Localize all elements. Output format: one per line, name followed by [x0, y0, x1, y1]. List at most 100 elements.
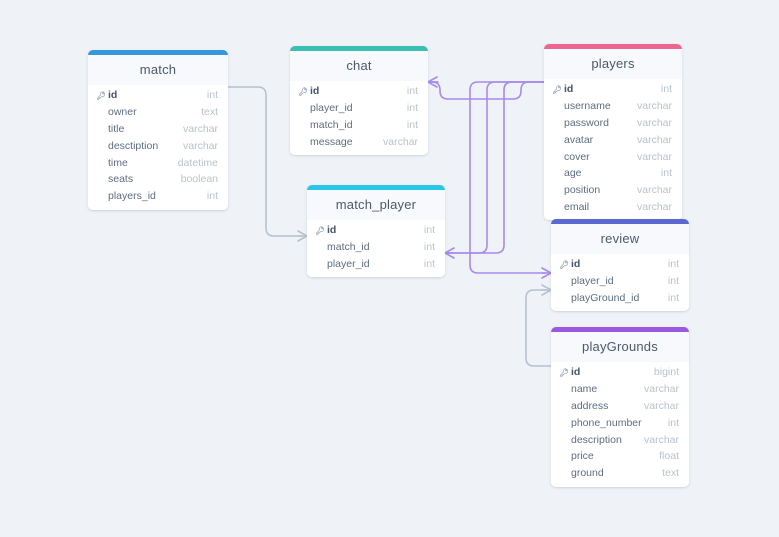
- column-name: match_id: [310, 118, 353, 131]
- column-row[interactable]: owner text: [88, 104, 228, 121]
- column-name: id: [571, 366, 581, 379]
- table-title-match[interactable]: match: [88, 55, 228, 85]
- column-row[interactable]: phone_number int: [551, 414, 689, 431]
- column-type: varchar: [182, 139, 218, 152]
- column-type: varchar: [636, 200, 672, 213]
- column-row[interactable]: time datetime: [88, 154, 228, 171]
- column-row[interactable]: desctiption varchar: [88, 137, 228, 154]
- column-type: bigint: [653, 366, 679, 379]
- column-type: int: [406, 118, 418, 131]
- column-type: text: [201, 106, 218, 119]
- table-title-players[interactable]: players: [544, 49, 682, 79]
- column-name: address: [571, 399, 609, 412]
- edge-players-to-review: [469, 81, 552, 279]
- edge-players-to-chat-route: [427, 76, 545, 100]
- column-name: age: [564, 167, 582, 180]
- column-type: varchar: [636, 150, 672, 163]
- column-name: match_id: [327, 241, 370, 254]
- column-name: message: [310, 135, 353, 148]
- column-row[interactable]: address varchar: [551, 398, 689, 415]
- column-type: int: [667, 416, 679, 429]
- key-icon: [553, 85, 562, 94]
- column-row[interactable]: description varchar: [551, 431, 689, 448]
- table-accent-match_player: [307, 185, 445, 190]
- table-title-match_player[interactable]: match_player: [307, 190, 445, 220]
- column-type: varchar: [643, 433, 679, 446]
- column-name: position: [564, 184, 601, 197]
- table-accent-chat: [290, 46, 428, 51]
- edge-players-to-match_player: [444, 81, 545, 259]
- column-row[interactable]: id int: [544, 81, 682, 98]
- column-type: varchar: [636, 116, 672, 129]
- column-row[interactable]: seats boolean: [88, 171, 228, 188]
- column-name: username: [564, 100, 611, 113]
- column-name: time: [108, 156, 128, 169]
- column-row[interactable]: id bigint: [551, 364, 689, 381]
- table-title-review[interactable]: review: [551, 224, 689, 254]
- key-icon: [299, 87, 308, 96]
- edge-players-to-chat: [427, 81, 545, 254]
- column-type: varchar: [636, 100, 672, 113]
- column-row[interactable]: match_id int: [290, 117, 428, 134]
- column-row[interactable]: username varchar: [544, 98, 682, 115]
- column-name: title: [108, 122, 125, 135]
- column-name: player_id: [571, 275, 614, 288]
- primary-key-indicator: [97, 91, 108, 100]
- primary-key-indicator: [316, 226, 327, 235]
- column-type: varchar: [643, 399, 679, 412]
- column-name: ground: [571, 467, 604, 480]
- column-name: owner: [108, 106, 137, 119]
- column-type: int: [660, 83, 672, 96]
- column-type: boolean: [180, 173, 218, 186]
- column-name: phone_number: [571, 416, 642, 429]
- column-name: id: [327, 224, 337, 237]
- key-icon: [316, 226, 325, 235]
- column-row[interactable]: message varchar: [290, 133, 428, 150]
- table-title-chat[interactable]: chat: [290, 51, 428, 81]
- column-type: datetime: [177, 156, 218, 169]
- column-name: id: [310, 85, 320, 98]
- column-name: password: [564, 116, 609, 129]
- column-type: float: [659, 450, 679, 463]
- column-type: int: [406, 102, 418, 115]
- column-row[interactable]: password varchar: [544, 115, 682, 132]
- column-name: id: [564, 83, 574, 96]
- column-name: description: [571, 433, 622, 446]
- column-name: email: [564, 200, 590, 213]
- table-title-playGrounds[interactable]: playGrounds: [551, 332, 689, 362]
- column-type: varchar: [643, 383, 679, 396]
- column-name: seats: [108, 173, 134, 186]
- column-type: varchar: [382, 135, 418, 148]
- column-name: desctiption: [108, 139, 159, 152]
- column-row[interactable]: email varchar: [544, 199, 682, 216]
- table-card-players[interactable]: players id int username varchar password varch…: [544, 44, 682, 221]
- column-name: player_id: [327, 257, 370, 270]
